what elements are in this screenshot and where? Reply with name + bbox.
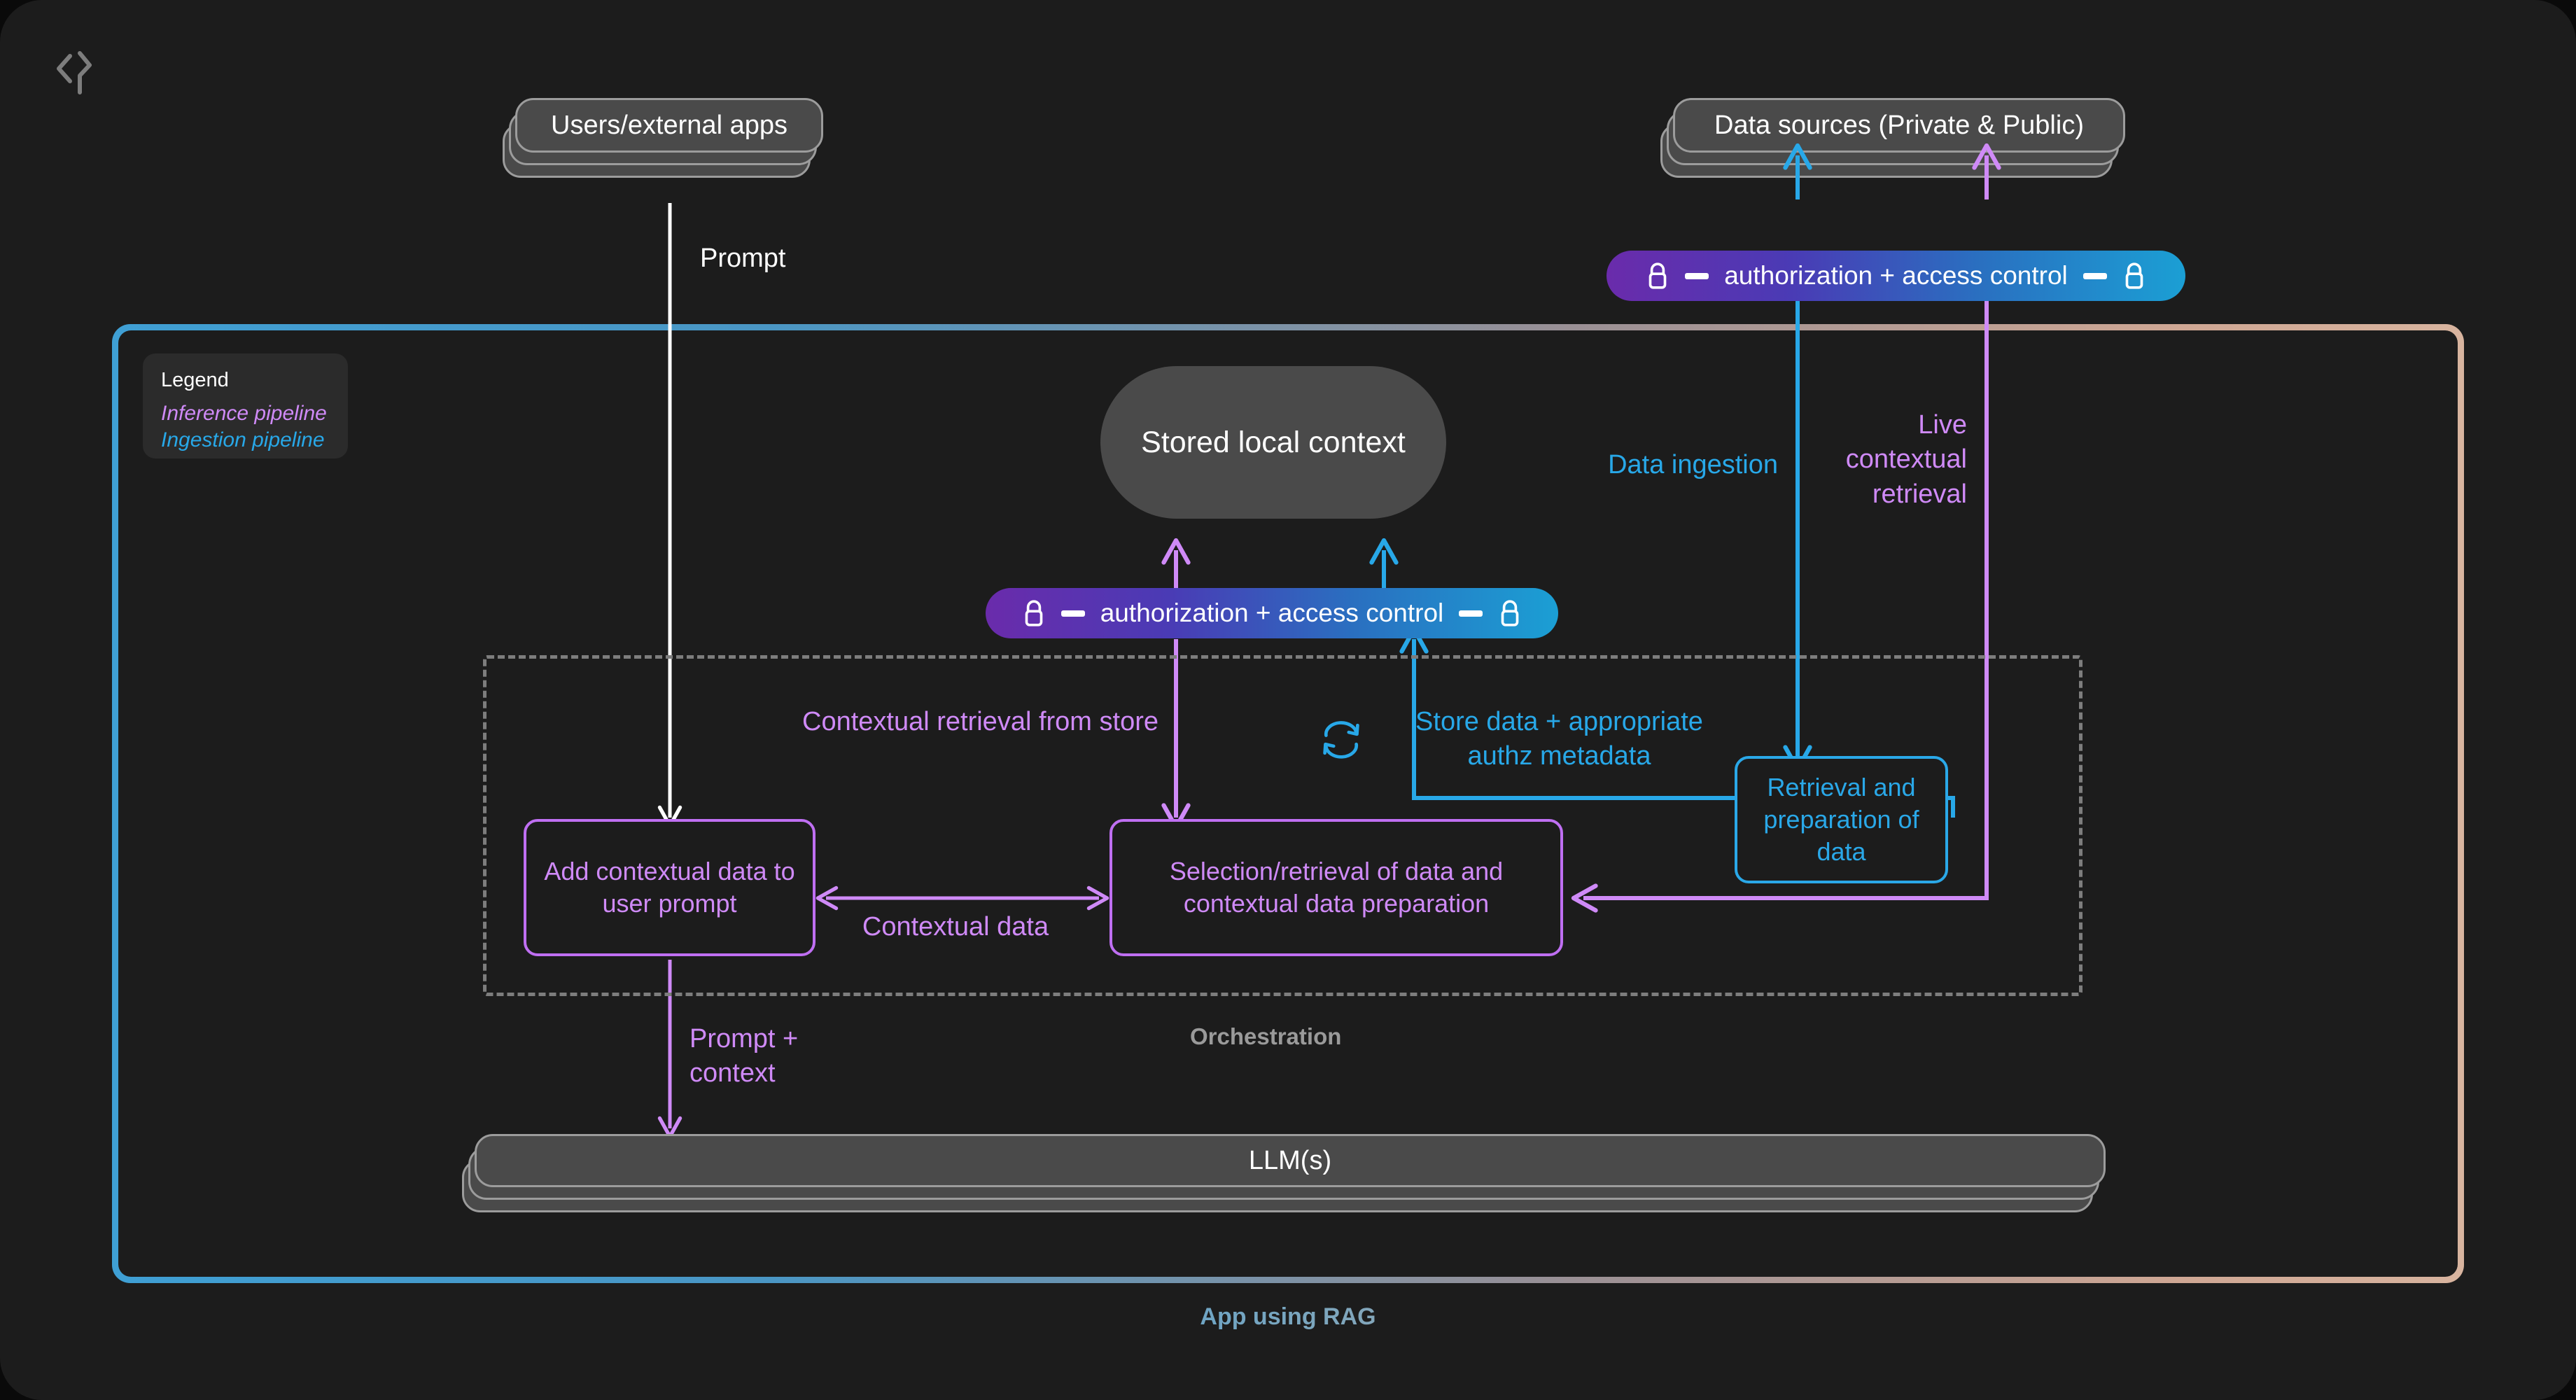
dash-icon <box>1459 610 1483 617</box>
edge-label-data-ingestion: Data ingestion <box>1608 450 1778 479</box>
legend-item-inference: Inference pipeline <box>161 402 327 425</box>
lock-icon <box>1646 261 1670 290</box>
edge-label-contextual-retrieval-from-store: Contextual retrieval from store <box>802 707 1158 736</box>
lock-icon <box>1022 598 1046 628</box>
page-caption: App using RAG <box>0 1303 2576 1331</box>
auth-badge-top-label: authorization + access control <box>1724 261 2068 290</box>
lock-icon <box>2122 261 2146 290</box>
dash-icon <box>2082 272 2107 279</box>
edge-label-prompt: Prompt <box>700 244 786 273</box>
node-retrieval-preparation-label: Retrieval and preparation of data <box>1763 773 1919 866</box>
code-pen-icon <box>49 42 105 98</box>
node-users-label: Users/external apps <box>551 110 788 140</box>
node-llm-label: LLM(s) <box>1248 1145 1332 1175</box>
legend: Legend Inference pipeline Ingestion pipe… <box>143 354 348 458</box>
edge-label-contextual-data: Contextual data <box>862 912 1049 941</box>
lock-icon <box>1498 598 1522 628</box>
node-selection-retrieval[interactable]: Selection/retrieval of data and contextu… <box>1110 819 1563 956</box>
dash-icon <box>1060 610 1085 617</box>
refresh-cycle-icon <box>1316 714 1366 768</box>
node-retrieval-preparation[interactable]: Retrieval and preparation of data <box>1735 756 1948 883</box>
node-data-sources-label: Data sources (Private & Public) <box>1714 110 2084 140</box>
edge-label-prompt-plus-context: Prompt + context <box>690 1024 799 1088</box>
orchestration-label: Orchestration <box>1190 1023 1342 1049</box>
dash-icon <box>1685 272 1709 279</box>
edge-label-live-contextual-retrieval: Live contextual retrieval <box>1845 410 1967 509</box>
auth-badge-top[interactable]: authorization + access control <box>1606 251 2185 301</box>
edge-label-store-data-authz: Store data + appropriate authz metadata <box>1415 707 1703 771</box>
node-add-contextual-data[interactable]: Add contextual data to user prompt <box>524 819 816 956</box>
auth-badge-middle[interactable]: authorization + access control <box>986 588 1558 638</box>
node-add-contextual-data-label: Add contextual data to user prompt <box>544 857 795 918</box>
auth-badge-middle-label: authorization + access control <box>1100 598 1444 627</box>
node-selection-retrieval-label: Selection/retrieval of data and contextu… <box>1169 857 1504 918</box>
node-stored-local-context-label: Stored local context <box>1141 425 1406 459</box>
node-stored-local-context[interactable]: Stored local context <box>1100 366 1446 519</box>
legend-item-ingestion: Ingestion pipeline <box>161 428 325 452</box>
orchestration-container <box>483 655 2082 996</box>
legend-title: Legend <box>161 369 229 391</box>
